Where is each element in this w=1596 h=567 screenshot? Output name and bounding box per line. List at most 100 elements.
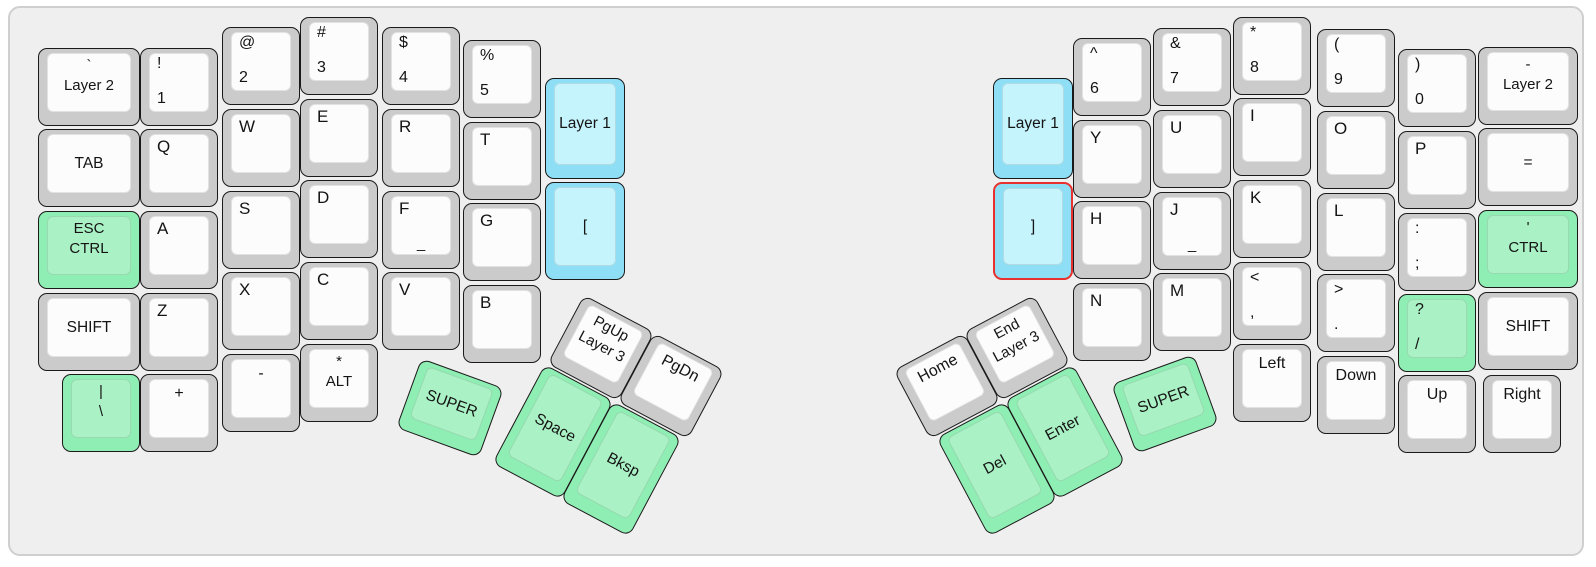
key-legend: `: [86, 57, 92, 74]
key-m[interactable]: M: [1153, 273, 1231, 351]
keycap: :;: [1407, 218, 1467, 277]
key-r[interactable]: R: [382, 109, 460, 187]
key-backtick-layer2[interactable]: `Layer 2: [38, 48, 140, 126]
key-2[interactable]: @2: [222, 27, 300, 105]
key-6[interactable]: ^6: [1073, 38, 1151, 116]
key-arrow-down[interactable]: Down: [1317, 356, 1395, 434]
key-legend: \: [98, 403, 104, 421]
key-shift-right[interactable]: SHIFT: [1478, 292, 1578, 370]
key-v[interactable]: V: [382, 272, 460, 350]
keycap: *8: [1242, 22, 1302, 81]
key-e[interactable]: E: [300, 99, 378, 177]
key-period[interactable]: >.: [1317, 274, 1395, 352]
key-legend: Y: [1090, 128, 1102, 147]
keycap: %5: [472, 45, 532, 104]
keycap: A: [149, 216, 209, 275]
key-j[interactable]: J_: [1153, 192, 1231, 270]
key-g[interactable]: G: [463, 203, 541, 281]
key-comma[interactable]: <,: [1233, 262, 1311, 340]
key-legend: K: [1250, 188, 1262, 207]
keycap: -Layer 2: [1487, 52, 1569, 111]
key-legend: ): [1415, 56, 1421, 73]
keycap: +: [149, 379, 209, 438]
key-equals[interactable]: =: [1478, 128, 1578, 206]
key-9[interactable]: (9: [1317, 29, 1395, 107]
keycap: )0: [1407, 54, 1467, 113]
key-y[interactable]: Y: [1073, 120, 1151, 198]
key-minus-layer2[interactable]: -Layer 2: [1478, 47, 1578, 125]
keycap: U: [1162, 115, 1222, 174]
key-7[interactable]: &7: [1153, 28, 1231, 106]
key-s[interactable]: S: [222, 191, 300, 269]
key-legend: B: [480, 293, 492, 312]
key-4[interactable]: $4: [382, 27, 460, 105]
key-d[interactable]: D: [300, 180, 378, 258]
key-minus[interactable]: -: [222, 354, 300, 432]
key-n[interactable]: N: [1073, 283, 1151, 361]
key-layer1-right[interactable]: Layer 1: [993, 78, 1073, 179]
key-legend: (: [1334, 36, 1340, 53]
keycap: V: [391, 277, 451, 336]
key-legend: V: [399, 280, 411, 299]
key-t[interactable]: T: [463, 122, 541, 200]
key-legend: ': [1526, 219, 1530, 236]
key-right-bracket[interactable]: ]: [993, 182, 1073, 280]
key-z[interactable]: Z: [140, 293, 218, 371]
key-legend: Layer 1: [559, 115, 611, 132]
key-5[interactable]: %5: [463, 40, 541, 118]
keycap: &7: [1162, 33, 1222, 92]
key-x[interactable]: X: [222, 272, 300, 350]
key-left-bracket[interactable]: [: [545, 182, 625, 280]
key-legend: O: [1334, 119, 1348, 138]
key-8[interactable]: *8: [1233, 17, 1311, 95]
key-1[interactable]: !1: [140, 48, 218, 126]
key-arrow-up[interactable]: Up: [1398, 375, 1476, 453]
key-l[interactable]: L: [1317, 193, 1395, 271]
key-o[interactable]: O: [1317, 111, 1395, 189]
key-tab[interactable]: TAB: [38, 129, 140, 207]
key-legend: W: [239, 117, 256, 136]
key-legend: ,: [1250, 304, 1255, 321]
keycap: W: [231, 114, 291, 173]
key-f[interactable]: F_: [382, 191, 460, 269]
keycap: Q: [149, 134, 209, 193]
key-b[interactable]: B: [463, 285, 541, 363]
keycap: G: [472, 208, 532, 267]
key-legend: ESC: [73, 220, 105, 237]
key-p[interactable]: P: [1398, 131, 1476, 209]
key-quote-ctrl[interactable]: 'CTRL: [1478, 210, 1578, 288]
key-plus[interactable]: +: [140, 374, 218, 452]
key-arrow-right[interactable]: Right: [1483, 375, 1561, 453]
key-a[interactable]: A: [140, 211, 218, 289]
keycap: (9: [1326, 34, 1386, 93]
key-u[interactable]: U: [1153, 110, 1231, 188]
key-pipe-backslash[interactable]: |\: [62, 374, 140, 452]
key-legend: [: [582, 217, 588, 235]
key-legend: 1: [157, 90, 166, 107]
key-w[interactable]: W: [222, 109, 300, 187]
key-question-slash[interactable]: ?/: [1398, 294, 1476, 372]
keycap: >.: [1326, 279, 1386, 338]
key-c[interactable]: C: [300, 262, 378, 340]
key-k[interactable]: K: [1233, 180, 1311, 258]
key-i[interactable]: I: [1233, 98, 1311, 176]
key-star-alt[interactable]: *ALT: [300, 344, 378, 422]
key-semicolon[interactable]: :;: [1398, 213, 1476, 291]
key-shift-left[interactable]: SHIFT: [38, 293, 140, 371]
key-h[interactable]: H: [1073, 201, 1151, 279]
key-3[interactable]: #3: [300, 17, 378, 95]
key-legend: G: [480, 211, 494, 230]
key-q[interactable]: Q: [140, 129, 218, 207]
key-super-right[interactable]: SUPER: [1110, 354, 1220, 454]
key-legend: -: [1525, 56, 1531, 73]
key-legend: $: [399, 34, 408, 51]
key-0[interactable]: )0: [1398, 49, 1476, 127]
key-layer1-left[interactable]: Layer 1: [545, 78, 625, 179]
key-legend: Del: [980, 451, 1009, 478]
keycap: =: [1487, 133, 1569, 192]
key-super-left[interactable]: SUPER: [395, 358, 505, 458]
key-arrow-left[interactable]: Left: [1233, 344, 1311, 422]
